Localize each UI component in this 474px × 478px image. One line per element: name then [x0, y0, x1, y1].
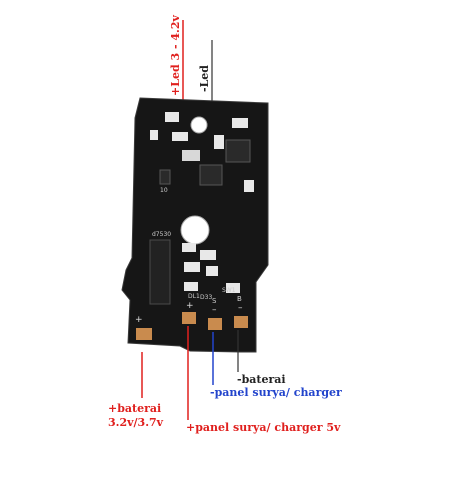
- silk-sw1: SW1: [222, 287, 236, 294]
- battery-positive-label-line1: +baterai: [108, 402, 162, 415]
- smd-component: [182, 243, 196, 252]
- battery-negative-label: -baterai: [237, 373, 286, 386]
- mount-hole-top: [190, 116, 208, 134]
- smd-component: [206, 266, 218, 276]
- ic-chip: [225, 139, 251, 163]
- silk-minus-right: –: [238, 303, 243, 313]
- pad-solar-positive: [182, 312, 196, 324]
- silk-pad-b: B: [237, 295, 242, 303]
- smd-component: [165, 112, 179, 122]
- smd-component: [184, 282, 198, 291]
- smd-component: [184, 262, 200, 272]
- smd-component: [182, 150, 200, 161]
- silk-d7530: d7530: [152, 231, 171, 238]
- pad-solar-negative: [208, 318, 222, 330]
- silk-plus-left: +: [135, 315, 143, 325]
- pad-battery-negative: [234, 316, 248, 328]
- smd-component: [214, 135, 224, 149]
- solar-negative-label: -panel surya/ charger: [210, 386, 342, 399]
- silk-minus-mid: –: [212, 305, 217, 315]
- smd-component: [232, 118, 248, 128]
- led-negative-label: -Led: [198, 65, 211, 92]
- pad-battery-positive: [136, 328, 152, 340]
- silk-pad-s: S: [212, 297, 217, 305]
- smd-component: [226, 283, 240, 293]
- ic-chip: [199, 164, 223, 186]
- smd-component: [244, 180, 254, 192]
- smd-component: [200, 250, 216, 260]
- ic-chip: [149, 239, 171, 305]
- silk-d33: D33: [200, 294, 212, 301]
- smd-component: [172, 132, 188, 141]
- ic-chip: [159, 169, 171, 185]
- silk-10: 10: [160, 187, 168, 194]
- mount-hole-center: [180, 215, 210, 245]
- battery-positive-label-line2: 3.2v/3.7v: [108, 416, 164, 429]
- silk-plus-mid: +: [186, 301, 194, 311]
- silk-dl1: DL1: [188, 293, 200, 300]
- led-positive-label: +Led 3 - 4.2v: [169, 15, 182, 96]
- solar-positive-label: +panel surya/ charger 5v: [186, 421, 341, 434]
- smd-component: [150, 130, 158, 140]
